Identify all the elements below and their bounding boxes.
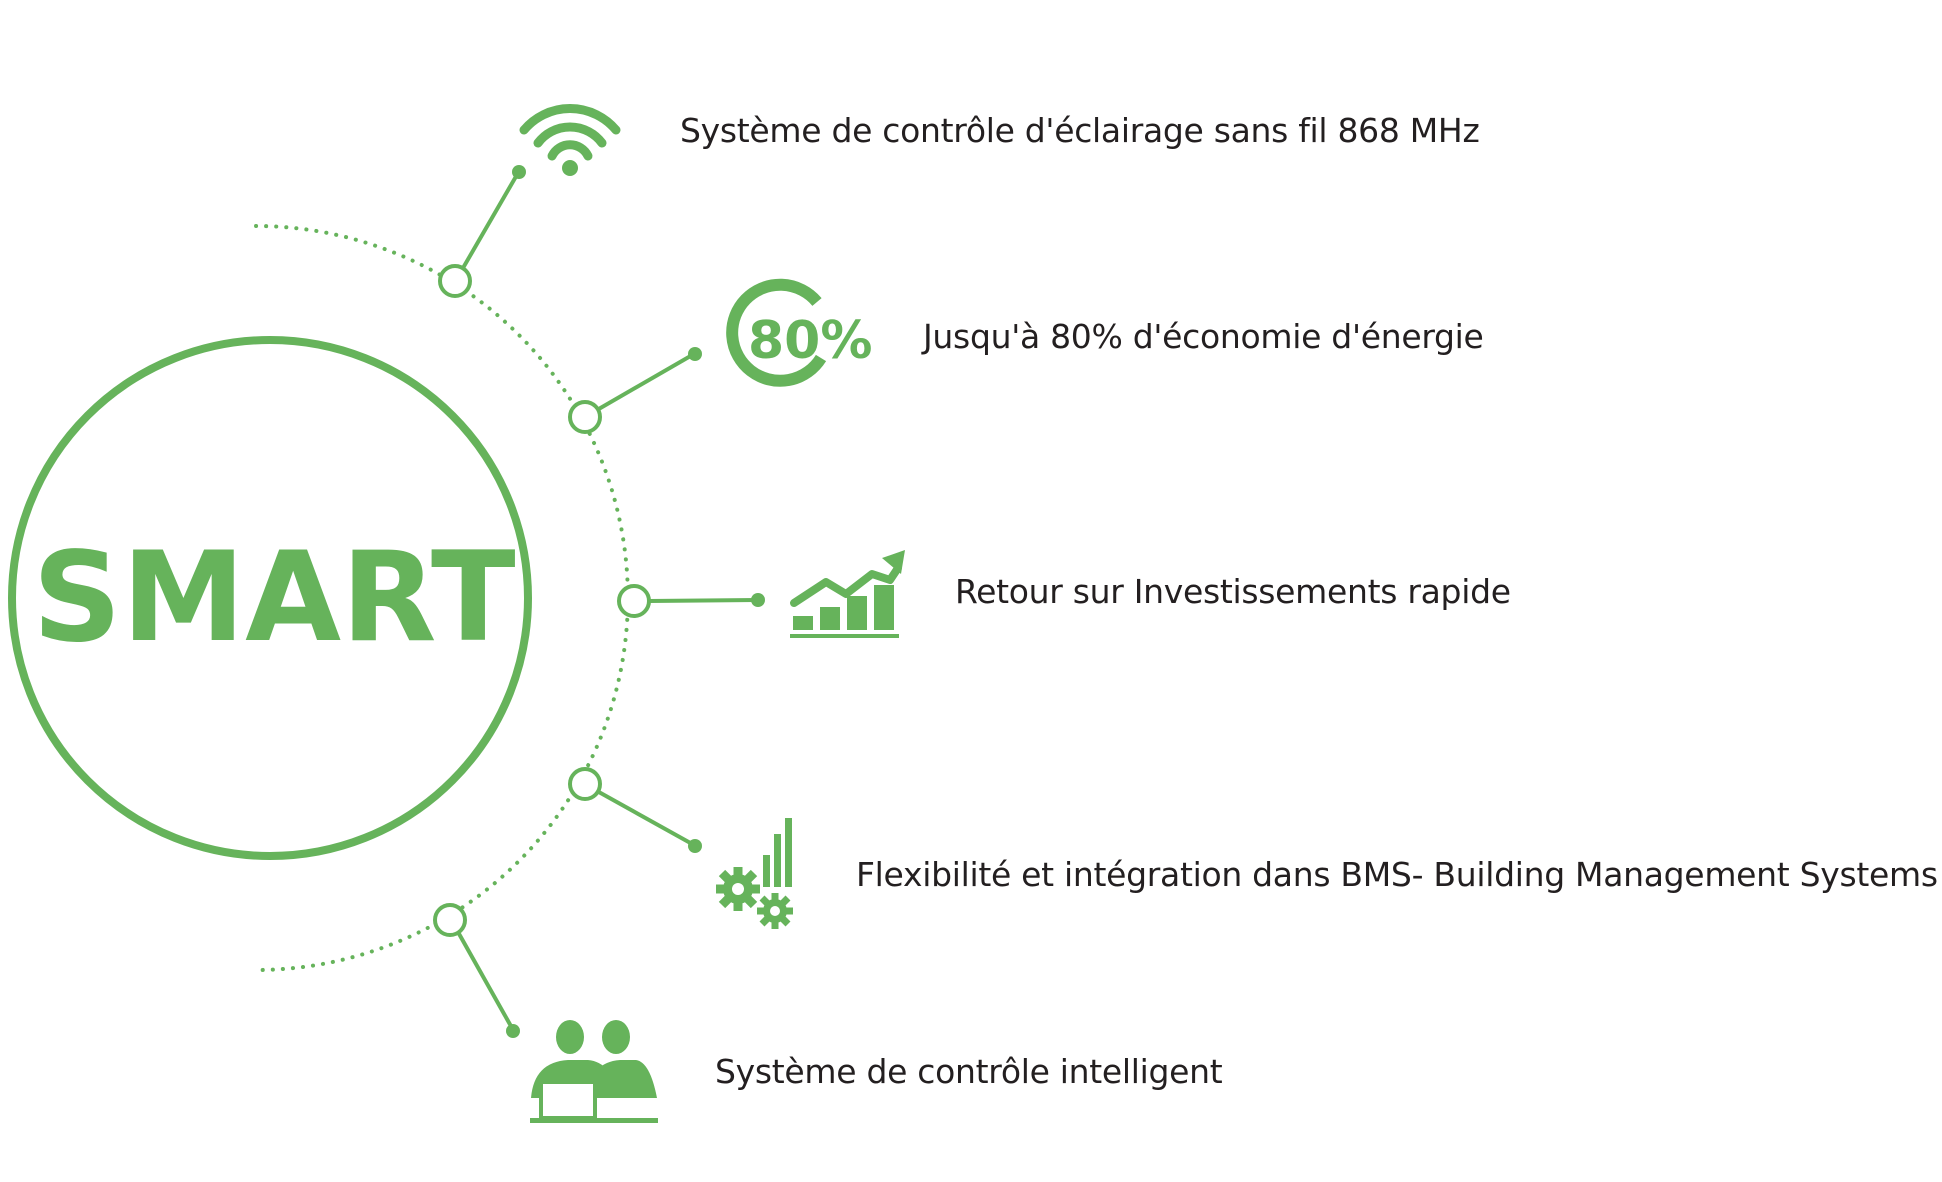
connector-1 — [438, 165, 526, 298]
svg-text:80%: 80% — [748, 311, 872, 371]
growth-chart-icon — [790, 550, 905, 638]
wifi-icon — [519, 104, 621, 176]
feature-label-smart-control: Système de contrôle intelligent — [715, 1052, 1223, 1091]
feature-label-wireless: Système de contrôle d'éclairage sans fil… — [680, 111, 1480, 150]
feature-label-bms: Flexibilité et intégration dans BMS- Bui… — [856, 855, 1938, 894]
team-computer-icon — [530, 1020, 658, 1123]
connector-3 — [617, 584, 765, 618]
gears-bars-icon — [716, 818, 793, 929]
percent-savings-icon: 80% — [726, 278, 872, 387]
smart-circle — [8, 336, 532, 860]
smart-title: SMART — [32, 526, 515, 670]
feature-label-energy-savings: Jusqu'à 80% d'économie d'énergie — [923, 317, 1484, 356]
connector-4 — [568, 767, 702, 853]
connector-5 — [433, 903, 520, 1038]
connector-2 — [568, 347, 702, 434]
feature-label-roi: Retour sur Investissements rapide — [955, 572, 1511, 611]
